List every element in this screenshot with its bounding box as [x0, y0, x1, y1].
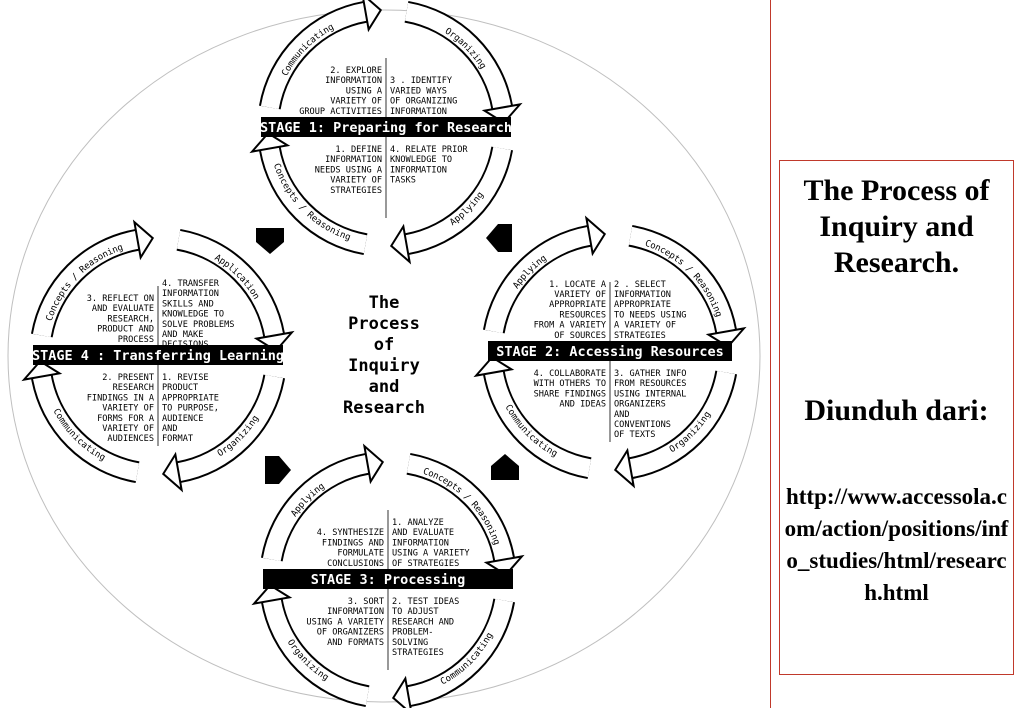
stage-3-arc-top-right-band-fill	[406, 454, 514, 562]
stage-2-label-band	[488, 341, 732, 361]
stage-3-arc-top-left-band-fill	[262, 454, 370, 562]
stage-2-arc-top-right-arrowhead	[705, 326, 747, 349]
stage-4: Concepts / ReasoningApplicationCommunica…	[21, 219, 295, 493]
stage-4-arc-bottom-right-arrowhead	[161, 451, 184, 493]
stage-1-arc-bottom-right-arrowhead	[389, 223, 412, 265]
stage-3-label: STAGE 3: Processing	[311, 572, 465, 588]
connector-arrow-4	[265, 456, 291, 484]
stage-3-arc-bottom-left-band-fill	[262, 598, 370, 706]
stage-1-arc-bottom-right-band-fill	[404, 146, 512, 254]
stage-2-arc-bottom-left-arrowhead	[473, 355, 515, 378]
stage-1-label-band	[261, 117, 511, 137]
stage-1-label: STAGE 1: Preparing for Research	[260, 120, 512, 136]
stage-3-arc-top-right-arrowhead	[483, 554, 525, 577]
stage-2-arc-bottom-right-arrowhead	[613, 447, 636, 489]
caption-box: The Process of Inquiry and Research. Diu…	[779, 160, 1014, 675]
page-divider-line	[770, 0, 771, 708]
stage-3-arc-bottom-left-arrowhead	[251, 583, 293, 606]
stage-3-label-band	[263, 569, 513, 589]
caption-source: Diunduh dari:	[804, 394, 989, 427]
connector-arrow-2	[486, 224, 512, 252]
stage-1-arc-top-right-band-fill	[404, 2, 512, 110]
stage-1-arc-bottom-left-arrowhead	[249, 131, 291, 154]
connector-arrow-3	[491, 454, 519, 480]
stage-2-arc-bottom-left-band-fill	[484, 370, 592, 478]
stage-2-arc-top-right-band-fill	[628, 226, 736, 334]
caption-url: http://www.accessola.com/action/position…	[784, 484, 1009, 605]
stage-2-arc-bottom-right-band-fill	[628, 370, 736, 478]
stage-4-label-band	[33, 345, 283, 365]
stage-4-label: STAGE 4 : Transferring Learning	[32, 348, 284, 364]
stage-4-arc-bottom-left-band-fill	[32, 374, 140, 482]
stage-1-arc-top-left-band-fill	[260, 2, 368, 110]
stage-4-arc-top-left-arrowhead	[132, 219, 155, 261]
stage-1-arc-top-left-arrowhead	[362, 0, 383, 33]
stage-2-label: STAGE 2: Accessing Resources	[496, 344, 724, 360]
stage-2-arc-top-left-band-fill	[484, 226, 592, 334]
caption-title: The Process of Inquiry and Research.	[803, 174, 990, 279]
stage-1-arc-top-right-arrowhead	[481, 102, 523, 125]
stage-2-arc-top-left-arrowhead	[584, 215, 607, 257]
stage-3-arc-bottom-right-arrowhead	[391, 675, 412, 708]
stage-1-arc-bottom-left-band-fill	[260, 146, 368, 254]
outer-circle	[7, 9, 761, 703]
stage-4-arc-top-right-band-fill	[176, 230, 284, 338]
stage-4-arc-bottom-left-arrowhead	[21, 359, 63, 382]
stage-4-arc-top-left-band-fill	[32, 230, 140, 338]
connector-arrow-1	[256, 228, 284, 254]
stage-4-arc-top-right-arrowhead	[253, 330, 295, 353]
stage-4-arc-bottom-right-band-fill	[176, 374, 284, 482]
stage-3-arc-bottom-right-band-fill	[406, 598, 514, 706]
stage-3-arc-top-left-arrowhead	[362, 443, 385, 485]
